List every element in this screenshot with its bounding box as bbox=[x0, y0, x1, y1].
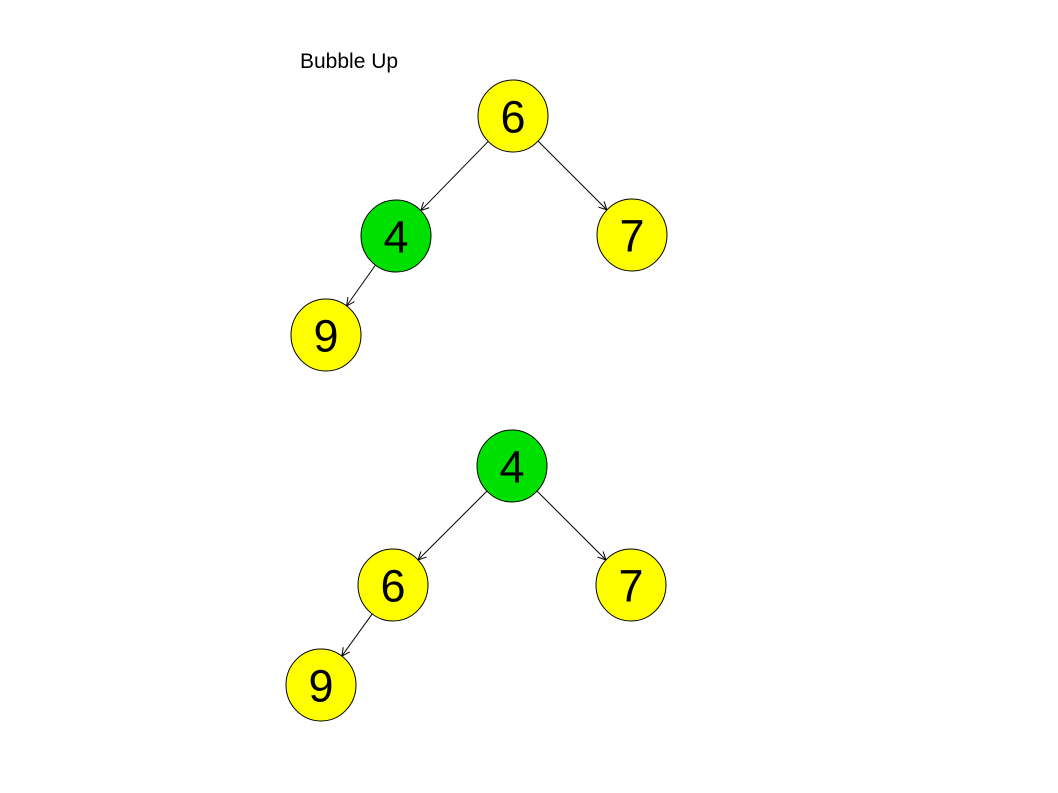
tree2-node-left: 6 bbox=[357, 548, 429, 622]
node-value: 4 bbox=[383, 212, 408, 263]
tree2-edge-root-to-right bbox=[536, 490, 606, 560]
node-value: 7 bbox=[619, 211, 644, 262]
tree1-node-leftleft: 9 bbox=[290, 298, 362, 372]
node-circle bbox=[360, 199, 432, 273]
tree2-node-right: 7 bbox=[595, 548, 667, 622]
node-circle bbox=[357, 548, 429, 622]
tree1-node-root: 6 bbox=[477, 79, 549, 153]
node-circle bbox=[290, 298, 362, 372]
tree1-node-left: 4 bbox=[360, 199, 432, 273]
node-circle bbox=[595, 548, 667, 622]
node-value: 9 bbox=[313, 311, 338, 362]
diagram-title: Bubble Up bbox=[300, 50, 399, 73]
tree1-edge-left-to-leftleft bbox=[347, 264, 376, 306]
node-value: 6 bbox=[380, 561, 405, 612]
tree1-node-right: 7 bbox=[596, 198, 668, 272]
node-value: 6 bbox=[500, 92, 525, 143]
tree1-edge-root-to-right bbox=[537, 140, 607, 210]
tree2-node-leftleft: 9 bbox=[285, 648, 357, 722]
node-circle bbox=[596, 198, 668, 272]
node-circle bbox=[476, 429, 548, 503]
node-value: 4 bbox=[499, 442, 524, 493]
node-value: 7 bbox=[618, 561, 643, 612]
tree2-edge-root-to-left bbox=[418, 490, 488, 560]
tree2-edge-left-to-leftleft bbox=[342, 613, 373, 656]
node-circle bbox=[285, 648, 357, 722]
tree1-edge-root-to-left bbox=[421, 141, 489, 210]
tree2-node-root: 4 bbox=[476, 429, 548, 503]
node-value: 9 bbox=[308, 661, 333, 712]
node-circle bbox=[477, 79, 549, 153]
